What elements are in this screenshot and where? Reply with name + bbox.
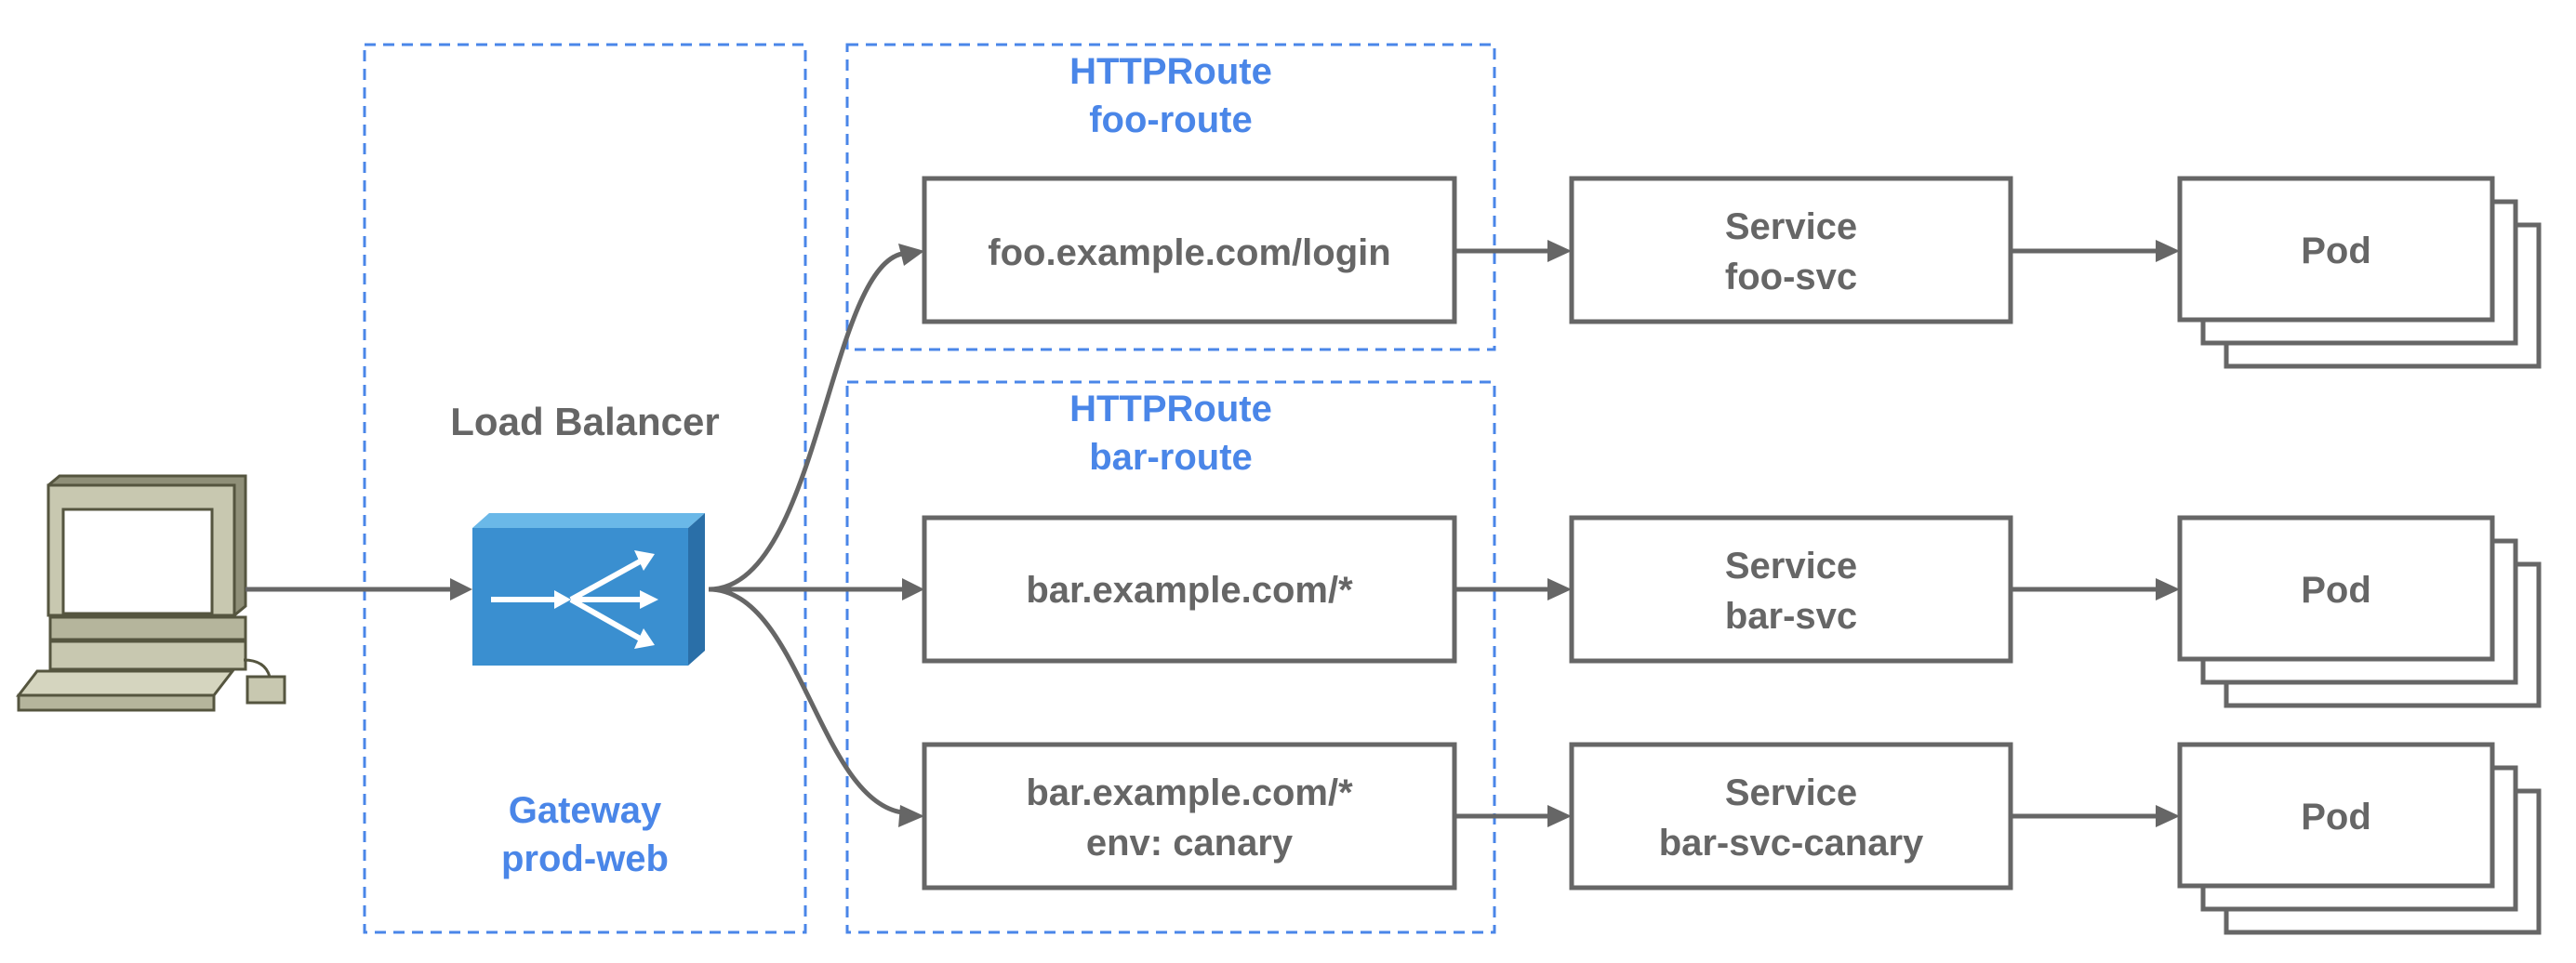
rule-bar-canary-header: env: canary (1086, 823, 1294, 864)
edge-foo-login-to-foo-svc-arrowhead (1547, 240, 1572, 262)
rule-bar-canary: bar.example.com/* env: canary (922, 742, 1457, 890)
pod-bar-label: Pod (2301, 570, 2371, 611)
edge-gateway-to-foo-login (708, 251, 903, 592)
service-bar-svc-canary: Service bar-svc-canary (1569, 742, 2013, 890)
service-foo-kind: Service (1725, 206, 1857, 247)
edge-bar-canary-to-bar-svc-canary-arrowhead (1547, 805, 1572, 827)
service-bar-canary-kind: Service (1725, 772, 1857, 813)
service-foo-svc: Service foo-svc (1569, 176, 2013, 324)
foo-route-boundary (845, 43, 1496, 351)
bar-route-name-label: bar-route (1089, 437, 1253, 478)
edges (246, 240, 2180, 827)
edge-bar-svc-canary-to-pod-arrowhead (2156, 805, 2180, 827)
rule-bar-all-text: bar.example.com/* (1026, 570, 1353, 611)
bar-route-kind-label: HTTPRoute (1069, 389, 1272, 429)
bar-route-boundary (845, 380, 1496, 934)
rule-foo-login-text: foo.example.com/login (988, 232, 1390, 273)
pod-stack-foo: Pod (2177, 176, 2542, 369)
pod-foo-label: Pod (2301, 231, 2371, 271)
service-bar-canary-name: bar-svc-canary (1659, 823, 1924, 864)
edge-bar-all-to-bar-svc-arrowhead (1547, 578, 1572, 600)
edge-bar-svc-to-pod-arrowhead (2156, 578, 2180, 600)
gateway-name-label: prod-web (501, 838, 669, 879)
load-balancer-title: Load Balancer (450, 400, 719, 443)
foo-route-name-label: foo-route (1089, 99, 1253, 140)
service-bar-kind: Service (1725, 546, 1857, 587)
load-balancer-icon (472, 513, 705, 666)
foo-route-kind-label: HTTPRoute (1069, 51, 1272, 92)
edge-gateway-to-foo-login-arrowhead (898, 244, 924, 266)
rule-foo-login: foo.example.com/login (922, 176, 1457, 324)
service-bar-name: bar-svc (1725, 596, 1857, 637)
gateway-kind-label: Gateway (509, 790, 662, 831)
pod-bar-canary-label: Pod (2301, 797, 2371, 838)
edge-gateway-to-bar-canary-arrowhead (898, 805, 924, 827)
edge-foo-svc-to-pod-arrowhead (2156, 240, 2180, 262)
rule-bar-canary-path: bar.example.com/* (1026, 772, 1353, 813)
service-foo-name: foo-svc (1725, 257, 1857, 297)
computer-icon (15, 474, 286, 712)
pod-stack-bar: Pod (2177, 515, 2542, 708)
gateway-boundary (363, 43, 807, 934)
rule-bar-all: bar.example.com/* (922, 515, 1457, 664)
pod-stack-bar-canary: Pod (2177, 742, 2542, 935)
edge-client-to-gateway-arrowhead (450, 578, 472, 600)
edge-gateway-to-bar-canary (708, 587, 903, 815)
service-bar-svc: Service bar-svc (1569, 515, 2013, 664)
edge-gateway-to-bar-all-arrowhead (902, 578, 924, 600)
